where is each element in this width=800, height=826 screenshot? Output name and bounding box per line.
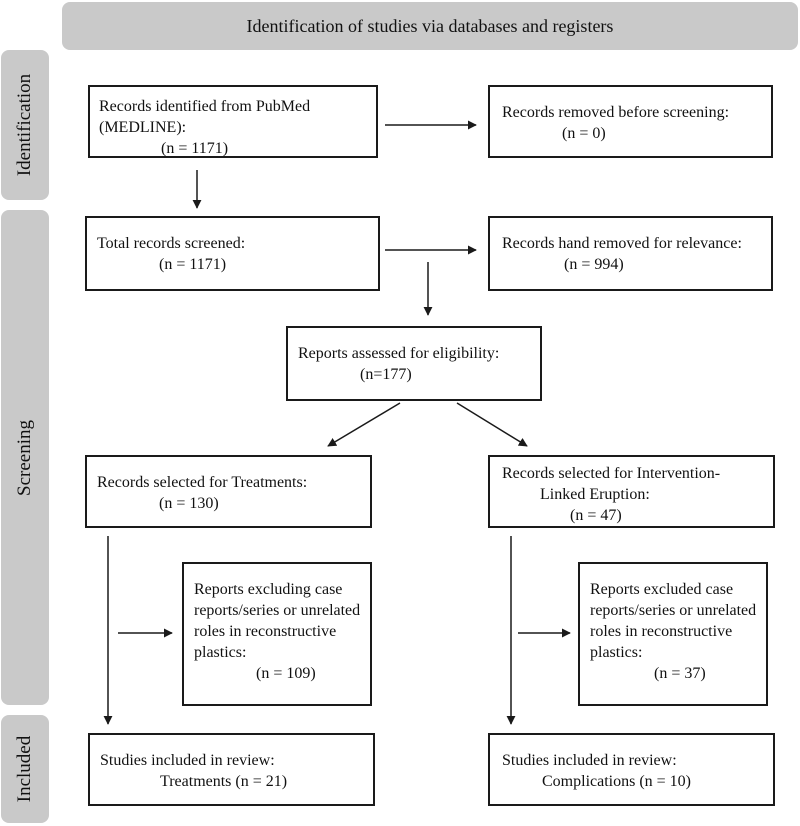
reports-excluded-treatments-box: Reports excluding case reports/series or… [182, 562, 372, 706]
reports-eligibility-count: (n=177) [360, 366, 412, 383]
records-treatments-box: Records selected for Treatments: (n = 13… [85, 455, 372, 528]
excluded-treatments-count: (n = 109) [256, 665, 316, 682]
records-screened-label: Total records screened: [97, 235, 246, 252]
records-intervention-label-2: Linked Eruption: [540, 486, 650, 503]
arrow-eligibility-to-treatments [327, 402, 401, 447]
records-intervention-box: Records selected for Intervention- Linke… [488, 455, 775, 528]
excluded-treatments-line-4: plastics: [194, 644, 247, 661]
records-intervention-count: (n = 47) [570, 507, 622, 524]
records-intervention-label: Records selected for Intervention- [502, 465, 721, 482]
records-removed-box: Records removed before screening: (n = 0… [488, 85, 773, 158]
phase-label-included: Included [1, 715, 49, 823]
records-identified-label-2: (MEDLINE): [99, 119, 187, 136]
reports-eligibility-box: Reports assessed for eligibility: (n=177… [286, 326, 542, 401]
included-treatments-label: Studies included in review: [100, 752, 275, 769]
records-hand-removed-count: (n = 994) [564, 256, 624, 273]
diagram-title: Identification of studies via databases … [62, 2, 798, 50]
records-screened-count: (n = 1171) [159, 256, 227, 273]
excluded-treatments-line-1: Reports excluding case [194, 581, 343, 598]
excluded-intervention-line-1: Reports excluded case [590, 581, 734, 598]
excluded-treatments-line-3: roles in reconstructive [194, 623, 337, 640]
reports-excluded-intervention-box: Reports excluded case reports/series or … [578, 562, 768, 706]
records-screened-box: Total records screened: (n = 1171) [85, 216, 380, 291]
records-identified-box: Records identified from PubMed (MEDLINE)… [88, 85, 378, 158]
records-removed-count: (n = 0) [562, 125, 606, 142]
excluded-intervention-count: (n = 37) [654, 665, 706, 682]
excluded-treatments-line-2: reports/series or unrelated [194, 602, 361, 619]
included-treatments-count: Treatments (n = 21) [160, 773, 288, 790]
records-treatments-label: Records selected for Treatments: [97, 474, 308, 491]
excluded-intervention-line-4: plastics: [590, 644, 643, 661]
studies-included-complications-box: Studies included in review: Complication… [488, 733, 775, 806]
phase-label-identification: Identification [1, 50, 49, 200]
records-identified-label: Records identified from PubMed [99, 98, 311, 115]
excluded-intervention-line-2: reports/series or unrelated [590, 602, 757, 619]
records-removed-label: Records removed before screening: [502, 104, 730, 121]
included-complications-count: Complications (n = 10) [542, 773, 692, 790]
phase-label-screening: Screening [1, 210, 49, 705]
records-hand-removed-box: Records hand removed for relevance: (n =… [488, 216, 773, 291]
records-treatments-count: (n = 130) [159, 495, 219, 512]
reports-eligibility-label: Reports assessed for eligibility: [298, 345, 500, 362]
arrow-eligibility-to-intervention [456, 402, 528, 447]
studies-included-treatments-box: Studies included in review: Treatments (… [88, 733, 375, 806]
included-complications-label: Studies included in review: [502, 752, 677, 769]
records-identified-count: (n = 1171) [161, 140, 229, 157]
records-hand-removed-label: Records hand removed for relevance: [502, 235, 742, 252]
excluded-intervention-line-3: roles in reconstructive [590, 623, 733, 640]
